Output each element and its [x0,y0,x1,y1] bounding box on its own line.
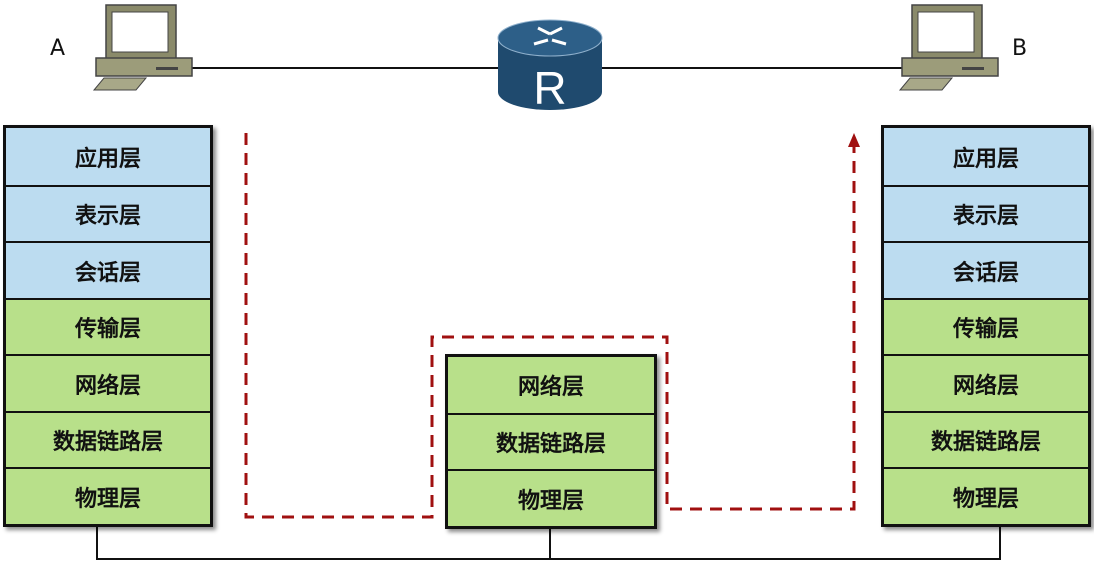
host-a-label: A [50,36,66,61]
layer-data-link: 数据链路层 [6,411,210,467]
layer-transport: 传输层 [6,298,210,354]
layer-network: 网络层 [884,354,1088,411]
layer-data-link: 数据链路层 [884,411,1088,467]
physical-medium-line [96,525,1001,560]
computer-a-icon [92,4,193,91]
router-label: R [533,62,566,114]
computer-b-icon [898,4,999,91]
layer-network: 网络层 [6,354,210,411]
layer-application: 应用层 [884,128,1088,185]
layer-physical: 物理层 [884,467,1088,524]
layer-physical: 物理层 [448,469,654,526]
data-flow-arrow-icon [848,133,860,147]
router-osi-stack: 网络层 数据链路层 物理层 [445,354,657,529]
layer-presentation: 表示层 [884,185,1088,241]
host-a-osi-stack: 应用层 表示层 会话层 传输层 网络层 数据链路层 物理层 [3,125,213,527]
layer-transport: 传输层 [884,298,1088,354]
layer-data-link: 数据链路层 [448,413,654,469]
layer-physical: 物理层 [6,467,210,524]
layer-network: 网络层 [448,357,654,413]
host-b-osi-stack: 应用层 表示层 会话层 传输层 网络层 数据链路层 物理层 [881,125,1091,527]
layer-session: 会话层 [6,241,210,298]
router-icon: R [497,19,603,114]
layer-application: 应用层 [6,128,210,185]
data-flow-path [244,133,856,519]
layer-presentation: 表示层 [6,185,210,241]
layer-session: 会话层 [884,241,1088,298]
host-b-label: B [1012,36,1028,61]
